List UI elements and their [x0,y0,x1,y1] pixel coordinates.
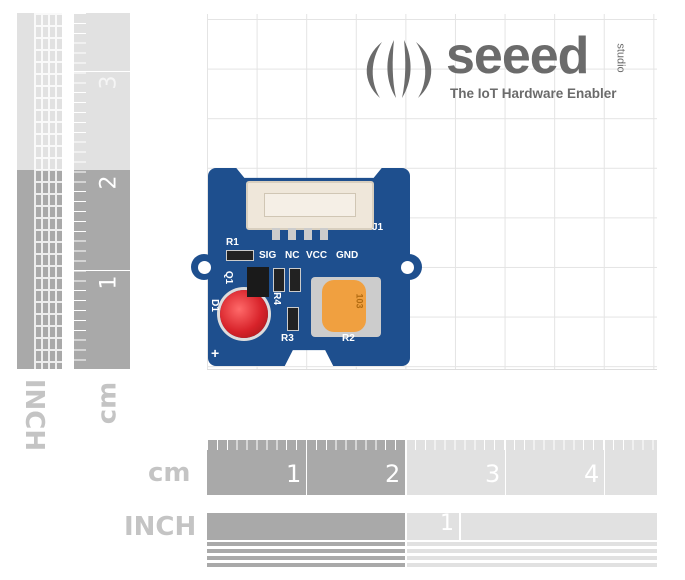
silk-sig: SIG [259,250,277,261]
silk-q1: Q1 [223,270,235,285]
cm-divider [74,270,130,271]
horizontal-cm-number: 1 [286,460,302,488]
silk-r2: R2 [342,333,355,344]
logo-brand: seeed [446,27,589,85]
cm-divider [505,440,506,495]
inch-divider [459,513,461,540]
grove-connector [246,181,374,230]
horizontal-inch-label: INCH [124,512,197,542]
silk-nc: NC [285,250,300,261]
seeed-logo [360,38,438,106]
resistor [273,268,285,292]
silk-gnd: GND [336,250,359,261]
vertical-cm-label: cm [92,381,123,425]
horizontal-inch-ruler-light [407,513,657,540]
cm-divider [74,71,130,72]
horizontal-cm-number: 3 [485,460,501,488]
vertical-cm-ticks [74,13,86,369]
leaf-logo-icon [366,40,432,98]
horizontal-inch-ruler-dark [207,513,405,540]
vertical-cm-number: 2 [96,175,122,190]
inch-fraction-ticks-light [407,542,657,568]
red-led [220,290,268,338]
resistor-r1 [226,250,254,261]
silk-r4: R4 [270,292,282,305]
vertical-cm-number: 3 [96,75,122,90]
vertical-inch-label: INCH [19,378,50,452]
silk-r3: R3 [281,333,294,344]
silk-d1: D1 [208,299,220,312]
cm-divider [604,440,605,495]
transistor-q1 [247,267,269,297]
inch-fraction-ticks-dark [207,542,405,568]
silk-j1: J1 [372,222,384,233]
resistor [289,268,301,292]
logo-tagline: The IoT Hardware Enabler [450,86,617,101]
pot-marking: 103 [354,293,365,309]
vertical-inch-ticks [34,13,62,369]
connector-pins [272,228,332,240]
resistor-r3 [287,307,299,331]
vertical-cm-number: 1 [96,275,122,290]
horizontal-cm-ticks [207,440,657,450]
logo-sub: studio [614,43,627,73]
horizontal-cm-label: cm [148,458,191,488]
silk-plus: + [211,345,220,361]
potentiometer-knob [322,280,366,332]
cm-divider [306,440,307,495]
horizontal-cm-number: 2 [385,460,401,488]
horizontal-cm-number: 4 [584,460,600,488]
mount-hole [401,261,414,274]
silk-vcc: VCC [306,250,328,261]
mount-hole [198,261,211,274]
silk-r1: R1 [226,237,239,248]
horizontal-inch-number: 1 [440,511,454,536]
